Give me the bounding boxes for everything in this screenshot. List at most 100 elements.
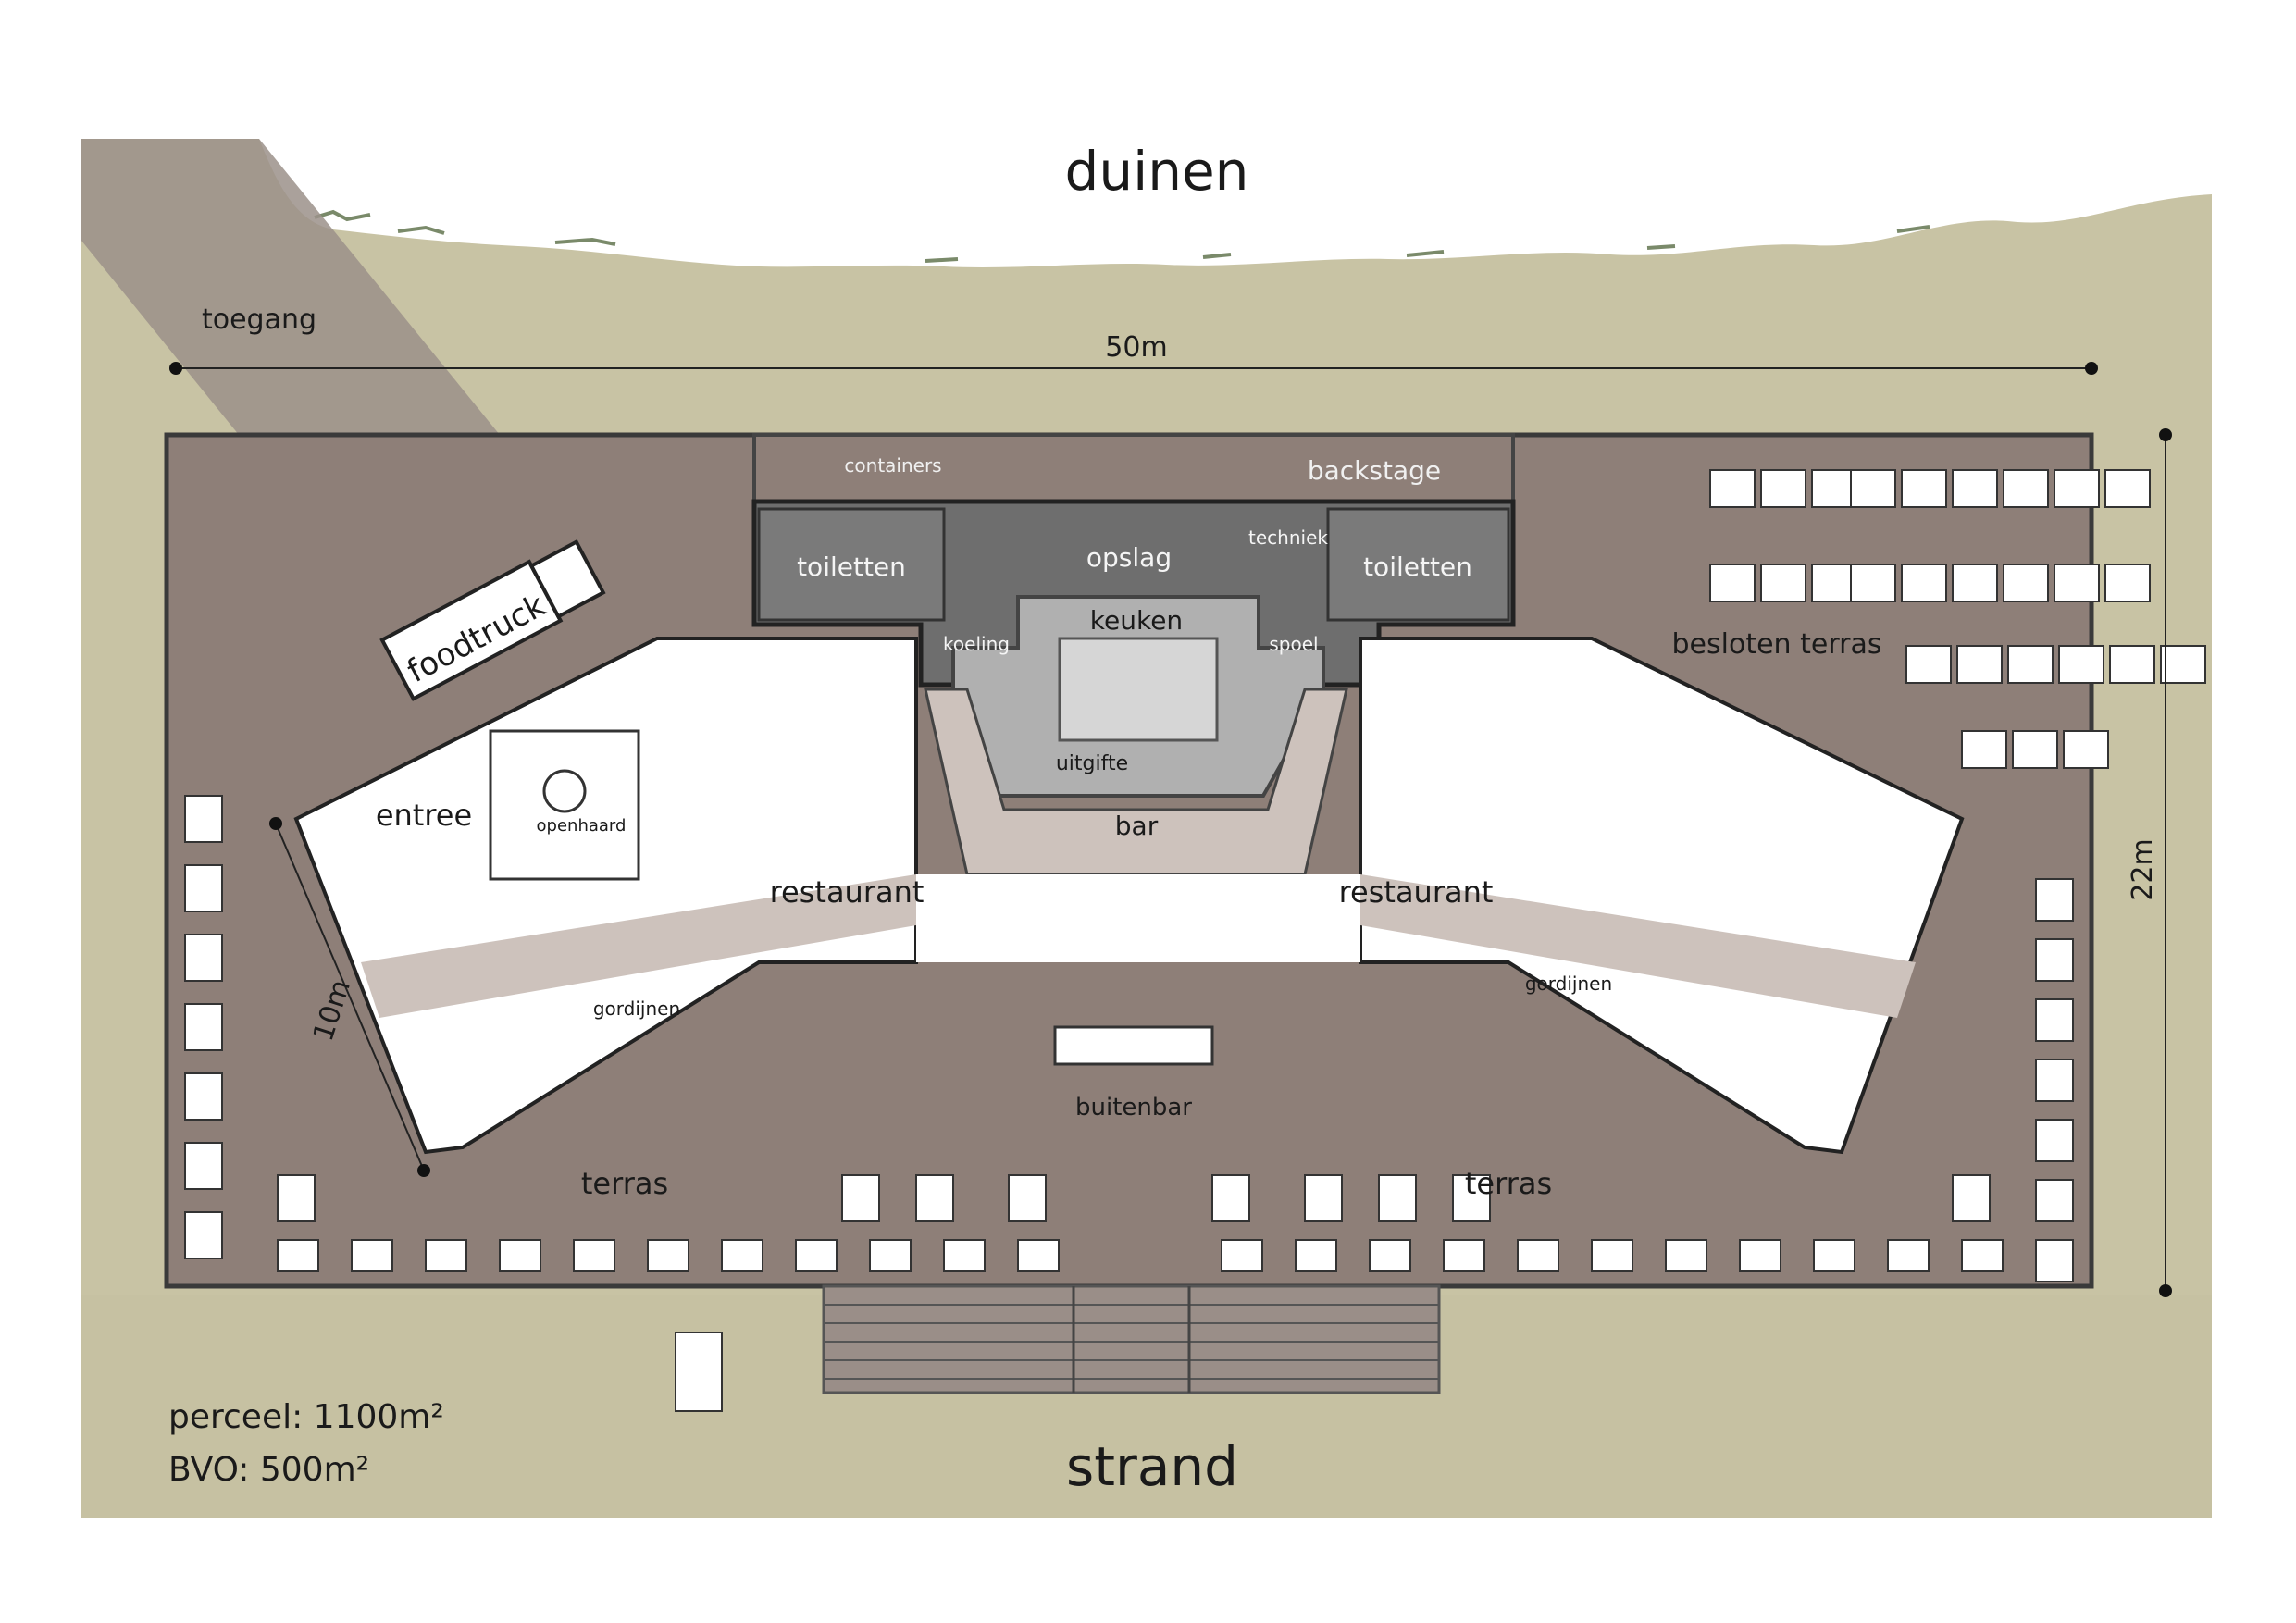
table: [1905, 645, 1952, 684]
container-zone: [752, 433, 1515, 503]
label-gordijnen-right: gordijnen: [1525, 973, 1612, 995]
table: [1295, 1239, 1337, 1272]
table: [2054, 564, 2100, 602]
table: [2003, 469, 2049, 508]
label-depth: 22m: [2127, 838, 2159, 900]
table: [721, 1239, 763, 1272]
table: [1850, 564, 1896, 602]
table: [1961, 1239, 2004, 1272]
table: [1665, 1239, 1707, 1272]
label-terras-right: terras: [1465, 1166, 1552, 1201]
table: [184, 1142, 223, 1190]
table: [1369, 1239, 1411, 1272]
label-toiletten-left: toiletten: [797, 551, 906, 582]
label-bar: bar: [1115, 811, 1159, 841]
table: [2035, 1179, 2074, 1222]
table: [1901, 564, 1947, 602]
table: [2058, 645, 2104, 684]
dimension-width: [169, 362, 2098, 375]
label-perceel: perceel: 1100m²: [168, 1398, 444, 1436]
right-wing: [1359, 637, 1965, 1155]
table: [1452, 1174, 1491, 1222]
table: [499, 1239, 541, 1272]
label-terras-left: terras: [581, 1166, 668, 1201]
label-openhaard: openhaard: [537, 816, 627, 836]
label-besloten-terras: besloten terras: [1672, 628, 1882, 661]
table: [1739, 1239, 1781, 1272]
label-containers: containers: [844, 454, 941, 477]
table: [915, 1174, 954, 1222]
table: [1811, 469, 1857, 508]
left-wing: [293, 637, 918, 1155]
table: [2063, 730, 2109, 769]
table: [1901, 469, 1947, 508]
label-duinen: duinen: [1065, 140, 1249, 203]
table: [1952, 564, 1998, 602]
table: [1008, 1174, 1047, 1222]
label-toegang: toegang: [202, 304, 316, 336]
table: [2104, 469, 2151, 508]
table: [795, 1239, 838, 1272]
outdoor-bar-counter: [1053, 1025, 1214, 1066]
fireplace-room: [489, 729, 640, 881]
table: [2109, 645, 2155, 684]
table: [1017, 1239, 1060, 1272]
table: [184, 1211, 223, 1259]
right-corridor: [1360, 874, 1916, 1018]
table: [1443, 1239, 1485, 1272]
label-spoel: spoel: [1269, 633, 1318, 655]
label-keuken: keuken: [1090, 605, 1183, 636]
table: [943, 1239, 986, 1272]
table: [184, 934, 223, 982]
table: [425, 1239, 467, 1272]
table: [1952, 469, 1998, 508]
table: [647, 1239, 689, 1272]
table: [2012, 730, 2058, 769]
table: [2035, 998, 2074, 1042]
table: [1221, 1239, 1263, 1272]
table: [1813, 1239, 1855, 1272]
label-gordijnen-left: gordijnen: [593, 997, 680, 1020]
label-restaurant-left: restaurant: [770, 874, 925, 910]
table: [1956, 645, 2003, 684]
table: [2035, 1119, 2074, 1162]
table: [1517, 1239, 1559, 1272]
table: [1811, 564, 1857, 602]
left-corridor: [361, 874, 916, 1018]
table: [869, 1239, 912, 1272]
kitchen-island: [1058, 637, 1219, 742]
table: [2003, 564, 2049, 602]
access-path: [81, 139, 500, 435]
table: [2035, 1239, 2074, 1282]
table: [1760, 564, 1806, 602]
table: [2007, 645, 2054, 684]
label-opslag: opslag: [1086, 542, 1172, 573]
table: [1378, 1174, 1417, 1222]
table: [277, 1239, 319, 1272]
label-backstage: backstage: [1308, 455, 1441, 486]
toilets-right-room: [1326, 507, 1510, 622]
table: [1952, 1174, 1991, 1222]
table: [1760, 469, 1806, 508]
label-uitgifte: uitgifte: [1056, 752, 1128, 775]
table: [1211, 1174, 1250, 1222]
label-koeling: koeling: [943, 633, 1010, 655]
label-bvo: BVO: 500m²: [168, 1451, 369, 1489]
label-restaurant-right: restaurant: [1339, 874, 1494, 910]
table: [2160, 645, 2206, 684]
label-entree: entree: [376, 798, 472, 833]
label-strand: strand: [1066, 1435, 1238, 1498]
table: [573, 1239, 615, 1272]
table: [2035, 938, 2074, 982]
table: [1887, 1239, 1930, 1272]
dimension-depth: [2159, 428, 2172, 1297]
table: [351, 1239, 393, 1272]
table: [1709, 564, 1756, 602]
dune-grass: [314, 209, 1930, 263]
table: [2035, 878, 2074, 922]
label-buitenbar: buitenbar: [1075, 1094, 1192, 1121]
table: [184, 864, 223, 912]
table: [184, 1003, 223, 1051]
table: [841, 1174, 880, 1222]
